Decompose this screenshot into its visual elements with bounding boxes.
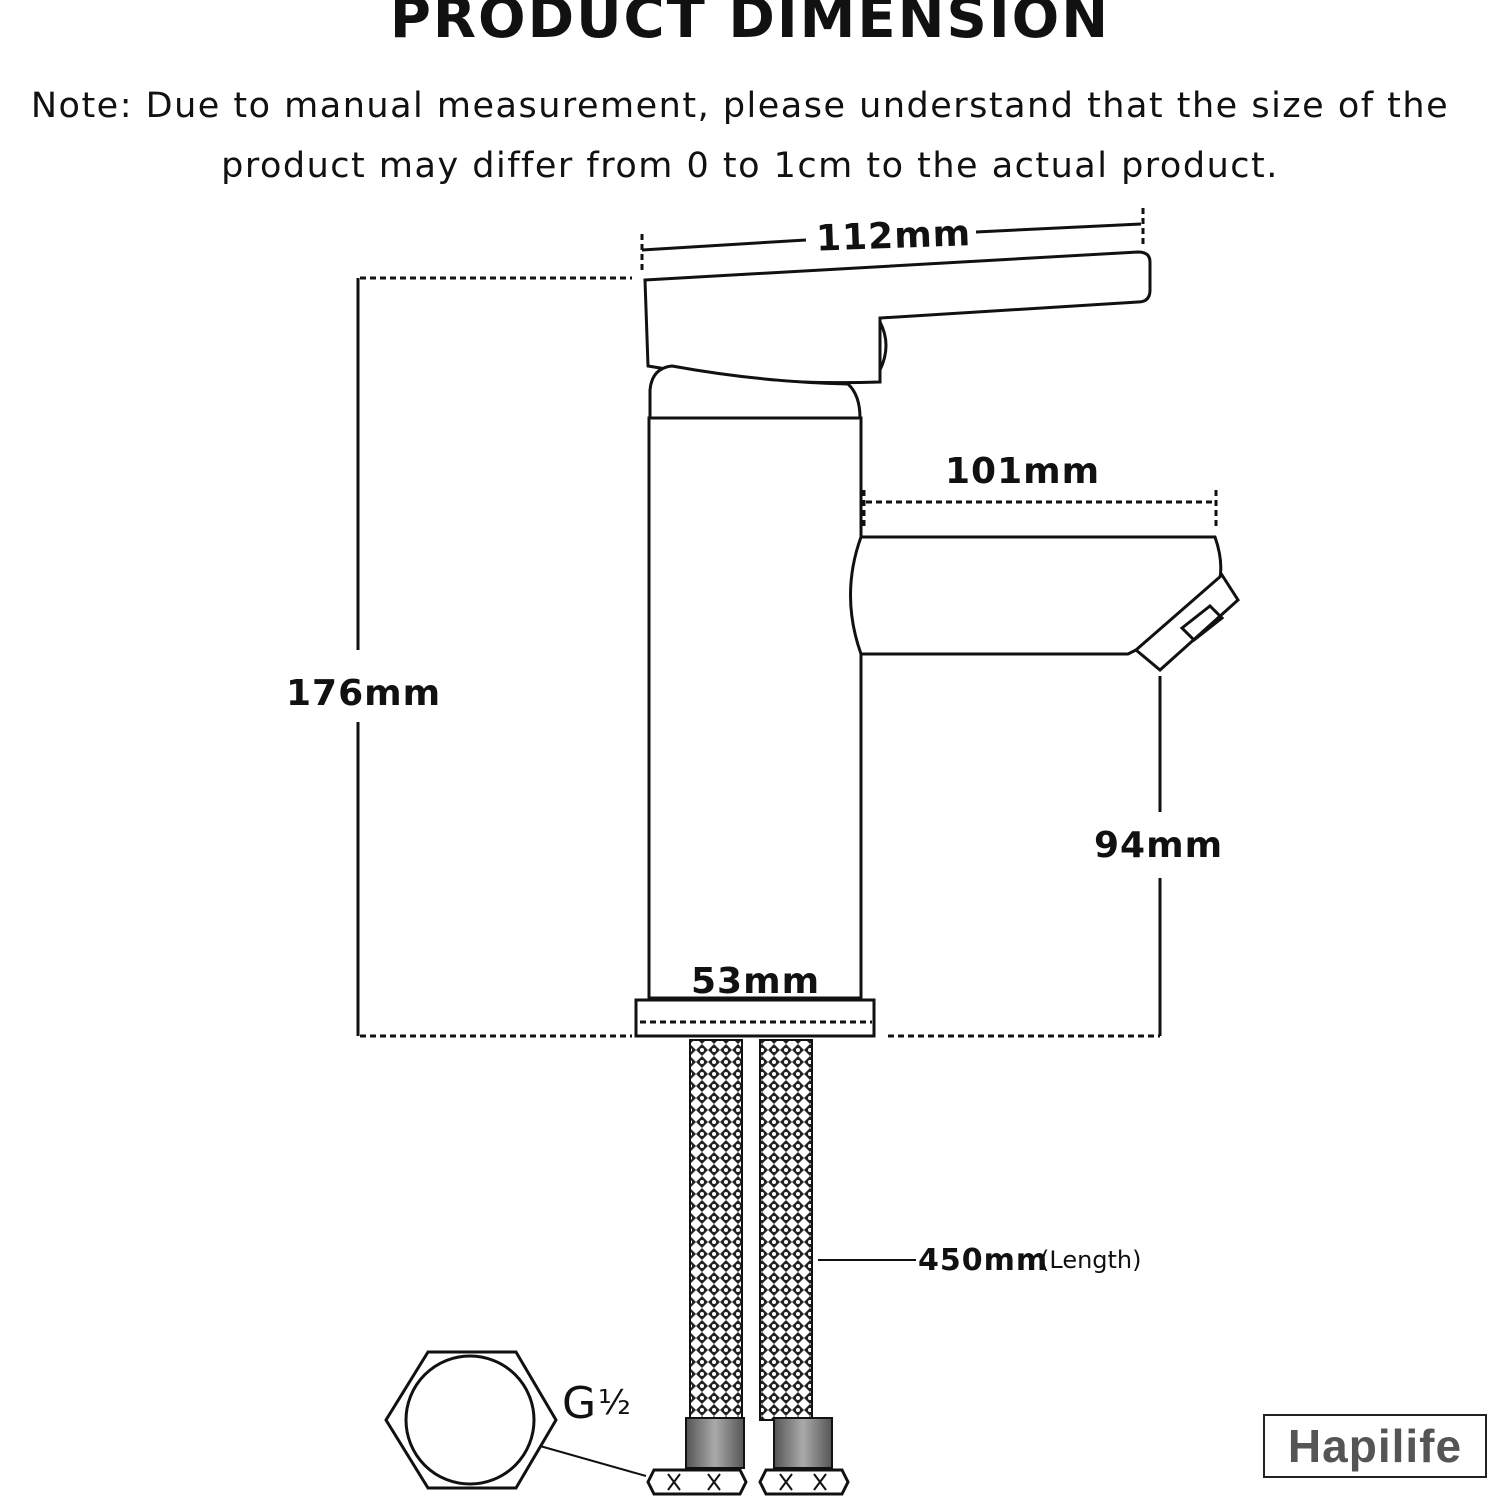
faucet-outline	[634, 250, 1240, 1038]
dimension-label-spout-length: 101mm	[945, 451, 1100, 492]
dimension-label-handle-width: 112mm	[815, 213, 972, 259]
hose-right	[759, 1039, 813, 1421]
brand-logo: Hapilife	[1263, 1414, 1487, 1478]
dimension-label-spout-height: 94mm	[1094, 825, 1223, 866]
dimension-label-base-diameter: 53mm	[691, 961, 820, 1002]
dimension-label-hose-length-note: (Length)	[1040, 1246, 1142, 1274]
dimension-label-hose-length: 450mm	[918, 1243, 1048, 1278]
hose-left	[689, 1039, 743, 1421]
handle-lever	[643, 250, 1152, 385]
measurement-note-line-2: product may differ from 0 to 1cm to the …	[221, 146, 1279, 186]
base-ring	[634, 998, 876, 1038]
body-column	[647, 416, 863, 1000]
hose-left-ferrule	[685, 1417, 745, 1469]
hose-left-nut	[646, 1468, 748, 1496]
spout	[849, 535, 1223, 656]
measurement-note-line-1: Note: Due to manual measurement, please …	[30, 86, 1450, 126]
page-title: PRODUCT DIMENSION	[389, 0, 1111, 51]
thread-fitting-icon	[384, 1350, 647, 1490]
dimension-label-total-height: 176mm	[286, 673, 441, 714]
supply-hoses	[646, 1039, 850, 1496]
hose-right-ferrule	[773, 1417, 833, 1469]
thread-fraction: ½	[598, 1383, 631, 1423]
body-cap	[648, 364, 862, 420]
dimension-lines	[356, 208, 1218, 1261]
thread-label: G	[562, 1378, 597, 1429]
hose-right-nut	[758, 1468, 850, 1496]
